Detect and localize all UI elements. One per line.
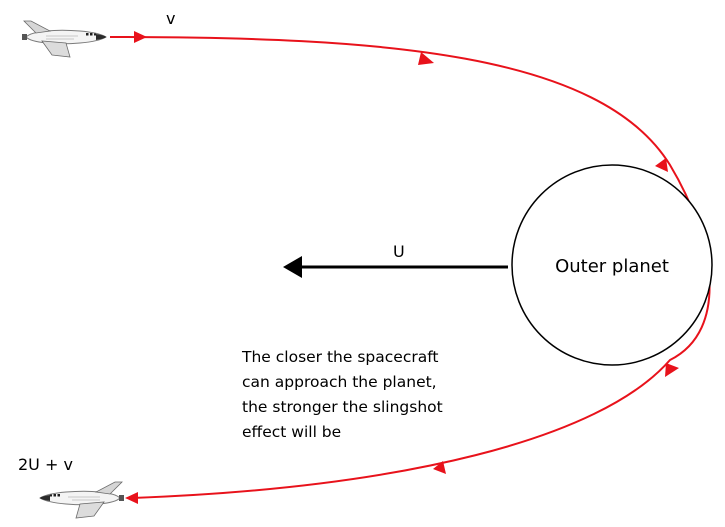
trajectory-arrowheads — [125, 31, 679, 504]
note-line: the stronger the slingshot — [242, 398, 443, 416]
final-velocity-label: 2U + v — [18, 455, 73, 474]
trajectory-arrowhead-1 — [134, 31, 147, 43]
trajectory-arrowhead-3 — [655, 158, 668, 172]
note-line: can approach the planet, — [242, 373, 437, 391]
note-line: effect will be — [242, 423, 341, 441]
trajectory-arrowhead-5 — [433, 461, 446, 474]
initial-velocity-label: v — [166, 9, 175, 28]
explanatory-note: The closer the spacecraft can approach t… — [241, 348, 443, 441]
planet-velocity-label: U — [393, 242, 405, 261]
outer-planet — [511, 164, 713, 366]
trajectory-arrowhead-2 — [418, 52, 434, 65]
planet-label: Outer planet — [555, 256, 669, 277]
note-line: The closer the spacecraft — [241, 348, 438, 366]
space-shuttle-icon — [21, 20, 107, 58]
trajectory-arrowhead-4 — [665, 363, 679, 377]
trajectory-arrowhead-6 — [125, 492, 138, 504]
planet-velocity-arrowhead — [283, 256, 302, 278]
space-shuttle-icon — [40, 482, 124, 518]
